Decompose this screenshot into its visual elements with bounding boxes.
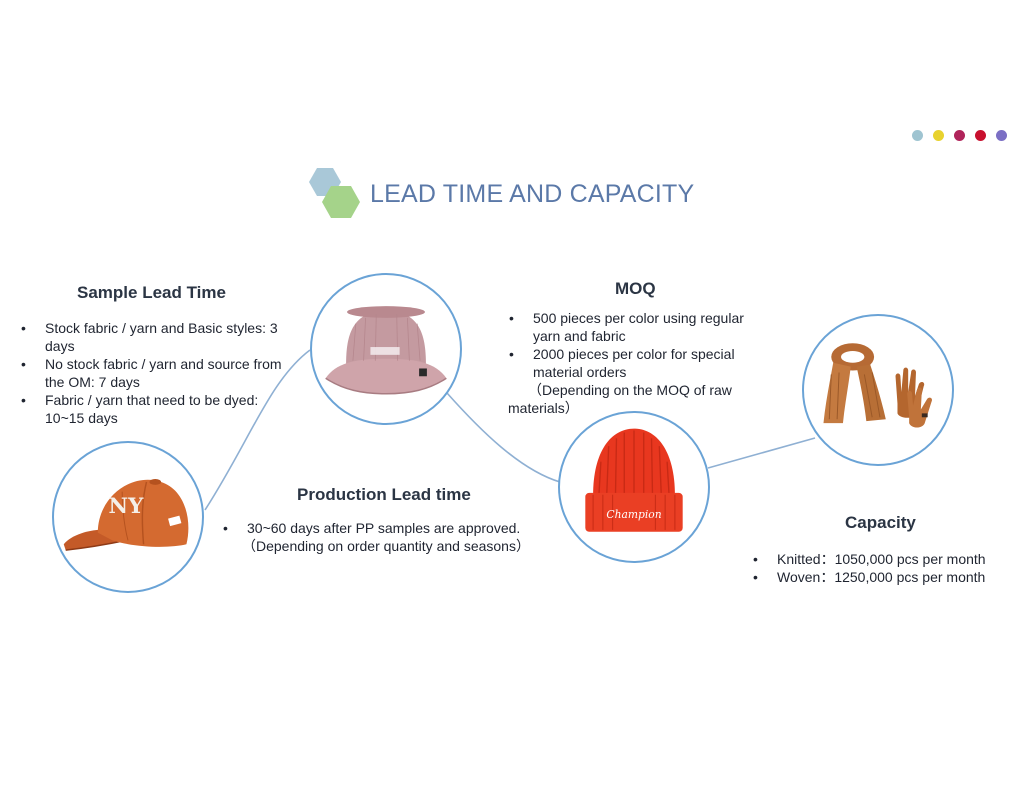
production-lead-time-list: 30~60 days after PP samples are approved…	[222, 519, 552, 537]
production-lead-time-heading: Production Lead time	[297, 485, 471, 504]
scarf-gloves-image	[802, 314, 954, 466]
sample-lead-time-list: Stock fabric / yarn and Basic styles: 3 …	[20, 319, 290, 427]
svg-text:Champion: Champion	[606, 508, 661, 521]
capacity-list: Knitted：1050,000 pcs per month Woven：125…	[752, 550, 1017, 586]
dot-4	[975, 130, 986, 141]
page-title: LEAD TIME AND CAPACITY	[370, 180, 695, 208]
list-item: 2000 pieces per color for special materi…	[508, 345, 770, 381]
scarf-gloves-icon	[823, 343, 933, 428]
dot-5	[996, 130, 1007, 141]
list-item: 500 pieces per color using regular yarn …	[508, 309, 770, 345]
list-item: Stock fabric / yarn and Basic styles: 3 …	[20, 319, 290, 355]
beanie-image: Champion	[558, 411, 710, 563]
list-item: Knitted：1050,000 pcs per month	[752, 550, 1017, 568]
moq-note-line2: materials）	[508, 400, 579, 416]
list-item: Fabric / yarn that need to be dyed: 10~1…	[20, 391, 290, 427]
dot-1	[912, 130, 923, 141]
decorative-dots	[912, 130, 1007, 141]
baseball-cap-image: NY	[52, 441, 204, 593]
svg-text:NY: NY	[109, 494, 145, 519]
moq-note-line1: （Depending on the MOQ of raw	[528, 382, 732, 398]
production-note: （Depending on order quantity and seasons…	[242, 538, 530, 554]
bucket-hat-icon	[325, 306, 447, 395]
bucket-hat-image	[310, 273, 462, 425]
list-item: 30~60 days after PP samples are approved…	[222, 519, 552, 537]
list-item: No stock fabric / yarn and source from t…	[20, 355, 290, 391]
list-item: Woven：1250,000 pcs per month	[752, 568, 1017, 586]
dot-3	[954, 130, 965, 141]
sample-lead-time-heading: Sample Lead Time	[77, 283, 226, 302]
moq-list: 500 pieces per color using regular yarn …	[508, 309, 770, 381]
hexagon-icon	[309, 168, 360, 218]
baseball-cap-icon: NY	[63, 479, 189, 551]
beanie-icon: Champion	[585, 428, 683, 532]
capacity-heading: Capacity	[845, 513, 916, 532]
dot-2	[933, 130, 944, 141]
moq-heading: MOQ	[615, 279, 656, 298]
